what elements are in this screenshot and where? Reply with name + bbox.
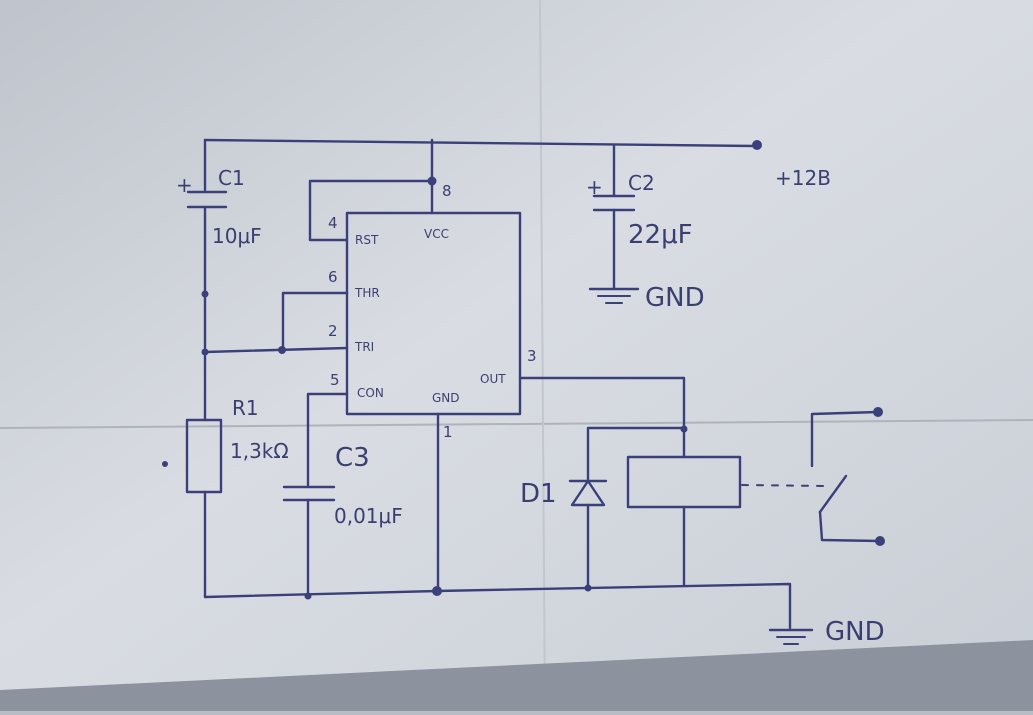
pin-number-gnd: 1	[443, 423, 453, 441]
pin-number-thr: 6	[328, 268, 338, 286]
c1-value: 10μF	[212, 224, 262, 248]
c2-polarity: +	[586, 175, 603, 199]
d1-ref: D1	[520, 479, 557, 509]
pin-number-con: 5	[330, 371, 340, 389]
ground-junction-dot	[304, 592, 312, 600]
paper-fold-line	[0, 419, 1033, 429]
c1-junction-dot	[201, 290, 209, 298]
ic-555: 8 VCC 4 RST 6 THR 2 TRI 5 CON 1 GND 3 OU…	[201, 138, 686, 594]
pin-number-rst: 4	[328, 214, 338, 232]
contact-terminal-dot	[873, 407, 883, 417]
table-edge	[0, 640, 1033, 711]
pin-name-con: CON	[357, 386, 384, 400]
relay-coil	[626, 428, 742, 588]
resistor-r1: R1 1,3kΩ	[162, 350, 289, 599]
c3-value: 0,01μF	[334, 504, 403, 528]
diode-d1: D1	[520, 425, 688, 590]
pin-name-gnd: GND	[432, 391, 460, 405]
supply-terminal-dot	[752, 140, 762, 150]
capacitor-c1: + C1 10μF	[176, 138, 262, 354]
ground-junction-dot	[432, 586, 442, 596]
pin-number-tri: 2	[328, 322, 338, 340]
main-ground-label: GND	[825, 617, 885, 647]
capacitor-c2: + C2 22μF GND	[586, 143, 705, 313]
c1-ref: C1	[218, 166, 245, 190]
thr-tri-junction-dot	[278, 346, 286, 354]
c2-ref: C2	[628, 171, 655, 195]
pin-name-rst: RST	[355, 233, 379, 247]
capacitor-c3: C3 0,01μF	[282, 443, 403, 598]
pin-name-vcc: VCC	[424, 227, 449, 241]
paper-fold-line	[539, 0, 546, 712]
relay-contact	[741, 407, 885, 546]
contact-terminal-dot	[875, 536, 885, 546]
pin-name-thr: THR	[354, 286, 380, 300]
supply-rail: +12В	[203, 138, 831, 190]
pin-name-tri: TRI	[354, 340, 374, 354]
c1-polarity: +	[176, 173, 193, 197]
pin-name-out: OUT	[480, 372, 506, 386]
c3-ref: C3	[335, 443, 370, 473]
ground-rail: GND	[203, 582, 885, 647]
supply-label: +12В	[775, 166, 831, 190]
r1-value: 1,3kΩ	[230, 439, 289, 463]
c2-value: 22μF	[628, 220, 693, 250]
stray-mark	[162, 461, 168, 467]
pin-number-vcc: 8	[442, 182, 452, 200]
c2-ground-label: GND	[645, 283, 705, 313]
pin-number-out: 3	[527, 347, 537, 365]
r1-ref: R1	[232, 396, 259, 420]
